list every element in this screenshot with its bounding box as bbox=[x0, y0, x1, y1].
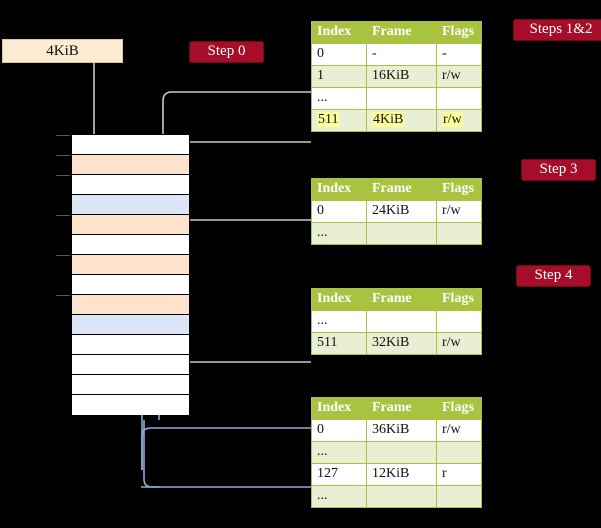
virtual-page-box: 4KiB bbox=[2, 39, 123, 63]
column-header-frame: Frame bbox=[366, 178, 437, 201]
table-cell: r/w bbox=[436, 109, 482, 132]
column-header-flags: Flags bbox=[436, 397, 482, 420]
table-row: ... bbox=[311, 222, 482, 245]
table-cell: 32KiB bbox=[366, 332, 437, 355]
memory-frame-row bbox=[72, 155, 189, 175]
table-cell: 127 bbox=[311, 463, 367, 486]
table-row: 511 4KiB r/w bbox=[311, 109, 482, 132]
table-cell bbox=[366, 310, 437, 333]
memory-tick-mark bbox=[56, 295, 70, 296]
table-cell: r bbox=[436, 463, 482, 486]
column-header-index: Index bbox=[311, 288, 367, 311]
memory-frame-row bbox=[72, 355, 189, 375]
table-cell bbox=[436, 222, 482, 245]
memory-frame-row bbox=[72, 175, 189, 195]
table-cell: r/w bbox=[436, 65, 482, 88]
memory-tick-mark bbox=[56, 255, 70, 256]
table-cell bbox=[436, 441, 482, 464]
table-cell: 4KiB bbox=[366, 109, 437, 132]
highlighted-value: 4KiB bbox=[372, 112, 405, 127]
column-header-flags: Flags bbox=[436, 178, 482, 201]
table-cell: 16KiB bbox=[366, 65, 437, 88]
memory-frame-row bbox=[72, 195, 189, 215]
physical-memory-column bbox=[56, 134, 190, 415]
table-cell: ... bbox=[311, 310, 367, 333]
column-header-frame: Frame bbox=[366, 21, 437, 44]
memory-frame-row bbox=[72, 255, 189, 275]
highlighted-value: r/w bbox=[442, 112, 463, 127]
table-cell: 12KiB bbox=[366, 463, 437, 486]
table-cell: - bbox=[366, 43, 437, 66]
table-cell: 0 bbox=[311, 43, 367, 66]
table-row: 0-- bbox=[311, 43, 482, 66]
table-cell: 511 bbox=[311, 332, 367, 355]
table-cell: ... bbox=[311, 441, 367, 464]
table-cell: 0 bbox=[311, 419, 367, 442]
column-header-flags: Flags bbox=[436, 21, 482, 44]
memory-tick-mark bbox=[56, 135, 70, 136]
table-row: ... bbox=[311, 441, 482, 464]
memory-frame-row bbox=[72, 375, 189, 395]
table-cell bbox=[366, 222, 437, 245]
table-cell: ... bbox=[311, 87, 367, 110]
table-cell: 24KiB bbox=[366, 200, 437, 223]
table-cell: 511 bbox=[311, 109, 367, 132]
table-cell bbox=[366, 87, 437, 110]
virtual-page-label: 4KiB bbox=[46, 42, 79, 59]
memory-frame-row bbox=[72, 215, 189, 235]
column-header-frame: Frame bbox=[366, 288, 437, 311]
table-cell: r/w bbox=[436, 332, 482, 355]
column-header-index: Index bbox=[311, 397, 367, 420]
memory-frame-row bbox=[72, 235, 189, 255]
memory-tick-mark bbox=[56, 155, 70, 156]
memory-frame-row bbox=[72, 295, 189, 315]
memory-tick-mark bbox=[56, 215, 70, 216]
step-badge-steps12: Steps 1&2 bbox=[513, 19, 601, 41]
table-row: ... bbox=[311, 87, 482, 110]
column-header-flags: Flags bbox=[436, 288, 482, 311]
column-header-index: Index bbox=[311, 21, 367, 44]
table-cell: 1 bbox=[311, 65, 367, 88]
column-header-index: Index bbox=[311, 178, 367, 201]
step-badge-step4: Step 4 bbox=[516, 265, 591, 287]
memory-frame-row bbox=[72, 135, 189, 155]
memory-tick-mark bbox=[56, 175, 70, 176]
memory-frame-row bbox=[72, 315, 189, 335]
table-cell: 36KiB bbox=[366, 419, 437, 442]
table-cell bbox=[436, 310, 482, 333]
memory-frame-row bbox=[72, 335, 189, 355]
table-cell: - bbox=[436, 43, 482, 66]
table-cell: ... bbox=[311, 222, 367, 245]
step-badge-step0: Step 0 bbox=[189, 41, 264, 63]
table-cell bbox=[436, 87, 482, 110]
table-cell: ... bbox=[311, 485, 367, 508]
table-cell: r/w bbox=[436, 200, 482, 223]
memory-frame-row bbox=[72, 275, 189, 295]
table-row: ... bbox=[311, 310, 482, 333]
table-cell: 0 bbox=[311, 200, 367, 223]
table-cell bbox=[366, 441, 437, 464]
table-cell bbox=[366, 485, 437, 508]
step-badge-step3: Step 3 bbox=[521, 159, 596, 181]
table-cell bbox=[436, 485, 482, 508]
memory-frame-row bbox=[72, 395, 189, 415]
table-cell: r/w bbox=[436, 419, 482, 442]
column-header-frame: Frame bbox=[366, 397, 437, 420]
highlighted-value: 511 bbox=[317, 112, 340, 127]
table-row: ... bbox=[311, 485, 482, 508]
